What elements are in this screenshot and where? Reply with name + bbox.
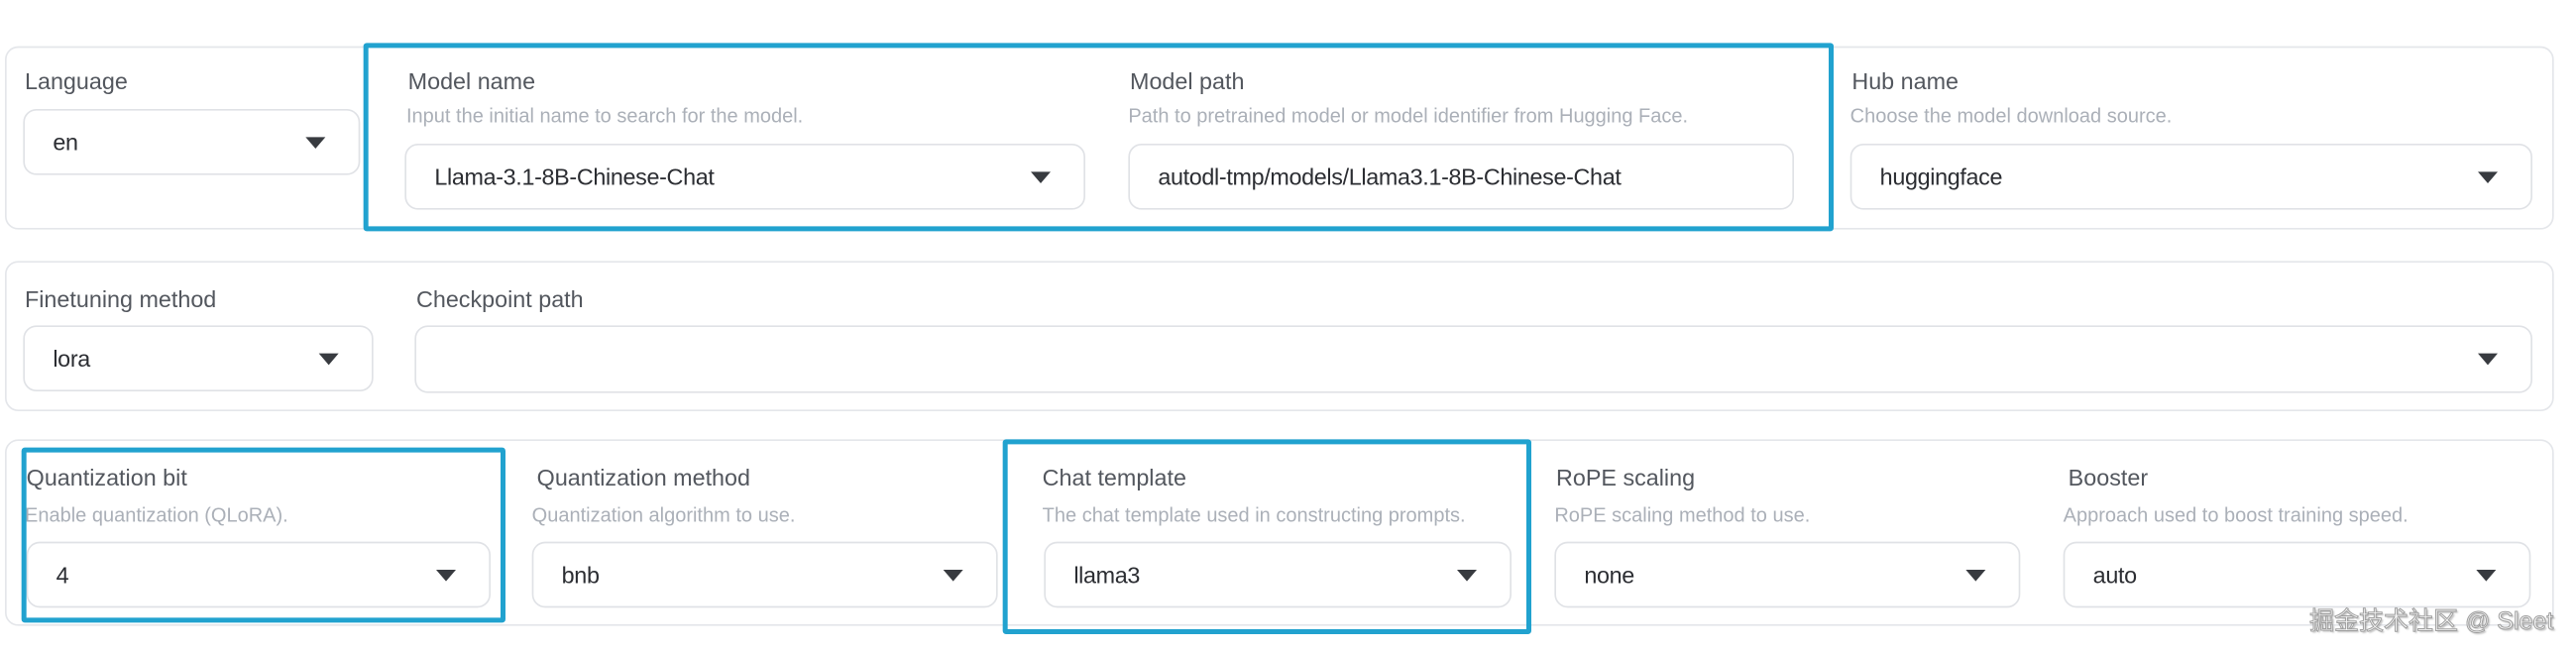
rope-scaling-description: RoPE scaling method to use.	[1554, 503, 1811, 527]
checkpoint-path-dropdown[interactable]	[414, 325, 2533, 393]
quantization-method-label: Quantization method	[536, 464, 751, 491]
dropdown-arrow-icon	[2476, 569, 2497, 581]
quantization-method-description: Quantization algorithm to use.	[531, 503, 796, 527]
finetuning-method-label: Finetuning method	[25, 285, 217, 313]
hub-name-value: huggingface	[1879, 163, 2003, 190]
dropdown-arrow-icon	[436, 569, 457, 581]
rope-scaling-dropdown[interactable]: none	[1554, 541, 2021, 608]
hub-name-label: Hub name	[1851, 67, 1959, 95]
booster-label: Booster	[2068, 464, 2149, 491]
model-name-label: Model name	[407, 67, 536, 95]
booster-dropdown[interactable]: auto	[2063, 541, 2531, 608]
quantization-bit-dropdown[interactable]: 4	[26, 541, 492, 608]
chat-template-value: llama3	[1073, 561, 1141, 589]
model-path-value: autodl-tmp/models/Llama3.1-8B-Chinese-Ch…	[1158, 163, 1622, 190]
dropdown-arrow-icon	[943, 569, 963, 581]
booster-value: auto	[2092, 561, 2137, 589]
hub-name-dropdown[interactable]: huggingface	[1849, 144, 2533, 210]
language-dropdown[interactable]: en	[23, 109, 361, 175]
language-label: Language	[25, 67, 128, 95]
booster-description: Approach used to boost training speed.	[2063, 503, 2408, 527]
dropdown-arrow-icon	[1965, 569, 1986, 581]
quantization-bit-label: Quantization bit	[26, 464, 187, 491]
finetuning-method-value: lora	[53, 345, 90, 373]
quantization-method-value: bnb	[561, 561, 600, 589]
chat-template-label: Chat template	[1042, 464, 1186, 491]
dropdown-arrow-icon	[318, 352, 339, 365]
quantization-method-dropdown[interactable]: bnb	[531, 541, 998, 608]
quantization-bit-value: 4	[56, 561, 69, 589]
quantization-bit-description: Enable quantization (QLoRA).	[25, 503, 288, 527]
rope-scaling-value: none	[1584, 561, 1634, 589]
hub-name-description: Choose the model download source.	[1849, 104, 2173, 128]
dropdown-arrow-icon	[1457, 569, 1478, 581]
dropdown-arrow-icon	[1031, 170, 1052, 183]
language-value: en	[53, 129, 78, 156]
model-path-input[interactable]: autodl-tmp/models/Llama3.1-8B-Chinese-Ch…	[1128, 144, 1795, 210]
dropdown-arrow-icon	[305, 136, 326, 149]
chat-template-dropdown[interactable]: llama3	[1044, 541, 1512, 608]
watermark: 掘金技术社区 @ Sleet	[2309, 607, 2554, 636]
model-name-value: Llama-3.1-8B-Chinese-Chat	[434, 163, 715, 190]
rope-scaling-label: RoPE scaling	[1556, 464, 1696, 491]
model-name-dropdown[interactable]: Llama-3.1-8B-Chinese-Chat	[404, 144, 1086, 210]
model-path-label: Model path	[1130, 67, 1245, 95]
model-name-description: Input the initial name to search for the…	[406, 104, 804, 128]
model-path-description: Path to pretrained model or model identi…	[1128, 104, 1689, 128]
finetuning-method-dropdown[interactable]: lora	[23, 325, 374, 392]
dropdown-arrow-icon	[2478, 353, 2499, 366]
chat-template-description: The chat template used in constructing p…	[1042, 503, 1466, 527]
checkpoint-path-label: Checkpoint path	[416, 285, 584, 313]
dropdown-arrow-icon	[2478, 170, 2499, 183]
